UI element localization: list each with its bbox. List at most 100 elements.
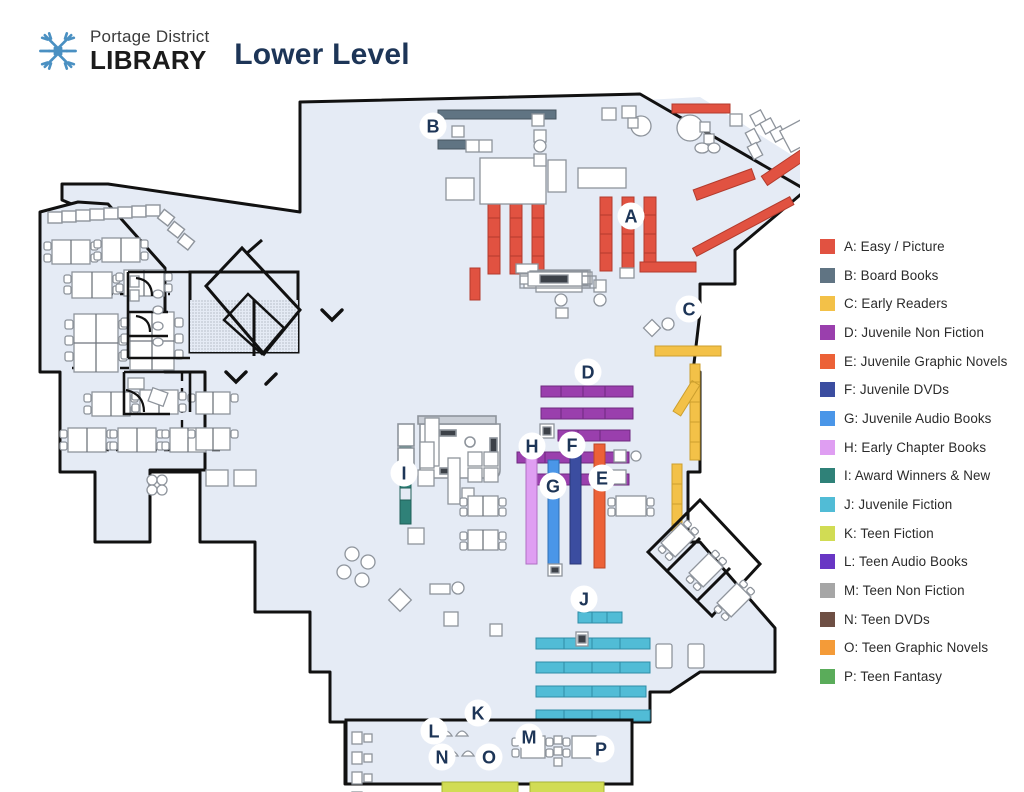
area-label-circle (617, 202, 645, 230)
legend-swatch-e (820, 353, 835, 369)
area-label-circle (420, 717, 448, 745)
legend-label-a: A: Easy / Picture (844, 238, 945, 254)
area-label-circle (428, 743, 456, 771)
legend-label-p: P: Teen Fantasy (844, 669, 943, 685)
legend-swatch-m (820, 583, 835, 599)
legend-item-p: P: Teen Fantasy (820, 662, 1020, 691)
library-logo: Portage District LIBRARY (36, 28, 209, 73)
area-label-f: F (558, 431, 586, 459)
area-label-circle (570, 585, 598, 613)
legend-item-e: E: Juvenile Graphic Novels (820, 347, 1020, 376)
area-label-k: K (464, 699, 492, 727)
legend-item-k: K: Teen Fiction (820, 519, 1020, 548)
area-label-circle (587, 735, 615, 763)
area-label-circle (515, 723, 543, 751)
legend-swatch-c (820, 296, 835, 312)
legend-item-f: F: Juvenile DVDs (820, 375, 1020, 404)
logo-wordmark: Portage District LIBRARY (90, 28, 209, 73)
legend-swatch-a (820, 238, 835, 254)
area-label-letter: G (546, 477, 560, 497)
legend-label-o: O: Teen Graphic Novels (844, 640, 989, 656)
area-label-b: B (419, 112, 447, 140)
area-label-letter: J (579, 590, 589, 610)
area-label-i: I (390, 459, 418, 487)
floor-plan-svg: A B C D EF GH I J K L M N O P (38, 92, 800, 792)
area-label-letter: O (482, 748, 496, 768)
legend-swatch-g (820, 410, 835, 426)
legend-swatch-l (820, 554, 835, 570)
legend-label-i: I: Award Winners & New (844, 468, 991, 484)
logo-line-1: Portage District (90, 27, 210, 46)
area-label-o: O (475, 743, 503, 771)
legend-label-j: J: Juvenile Fiction (844, 497, 953, 513)
misc-furniture (336, 105, 800, 647)
area-label-circle (518, 432, 546, 460)
area-label-c: C (675, 295, 703, 323)
area-label-letter: N (436, 748, 449, 768)
legend-label-l: L: Teen Audio Books (844, 554, 968, 570)
area-label-circle (390, 459, 418, 487)
area-label-letter: F (567, 436, 578, 456)
elevator-core (203, 238, 302, 357)
page-title: Lower Level (234, 38, 410, 71)
legend-label-f: F: Juvenile DVDs (844, 382, 950, 398)
legend-swatch-d (820, 324, 835, 340)
area-E-shelving (593, 443, 606, 569)
legend-item-c: C: Early Readers (820, 289, 1020, 318)
area-F-shelving (569, 439, 582, 565)
legend-label-d: D: Juvenile Non Fiction (844, 324, 984, 340)
legend-label-m: M: Teen Non Fiction (844, 583, 965, 599)
study-room-tables (655, 519, 756, 669)
legend-label-e: E: Juvenile Graphic Novels (844, 353, 1008, 369)
area-label-letter: H (526, 437, 539, 457)
legend-item-m: M: Teen Non Fiction (820, 576, 1020, 605)
area-label-letter: C (683, 300, 696, 320)
area-label-circle (539, 472, 567, 500)
legend-item-j: J: Juvenile Fiction (820, 490, 1020, 519)
legend-swatch-n (820, 611, 835, 627)
area-label-d: D (574, 358, 602, 386)
area-label-letter: P (595, 740, 607, 760)
legend-swatch-f (820, 382, 835, 398)
logo-line-2: LIBRARY (90, 45, 207, 75)
legend-swatch-k (820, 525, 835, 541)
area-label-letter: A (625, 207, 638, 227)
area-label-m: M (515, 723, 543, 751)
area-label-h: H (518, 432, 546, 460)
area-label-l: L (420, 717, 448, 745)
page-header: Portage District LIBRARY Lower Level (0, 0, 1024, 100)
table-group (43, 237, 257, 496)
area-label-letter: I (401, 464, 406, 484)
legend-label-h: H: Early Chapter Books (844, 439, 987, 455)
area-label-circle (574, 358, 602, 386)
legend-item-o: O: Teen Graphic Novels (820, 634, 1020, 663)
legend-label-n: N: Teen DVDs (844, 611, 930, 627)
legend-item-a: A: Easy / Picture (820, 232, 1020, 261)
legend-swatch-b (820, 267, 835, 283)
legend-item-b: B: Board Books (820, 261, 1020, 290)
area-label-circle (475, 743, 503, 771)
study-rooms (645, 497, 763, 619)
area-label-letter: B (427, 117, 440, 137)
legend-swatch-i (820, 468, 835, 484)
area-label-p: P (587, 735, 615, 763)
area-label-circle (558, 431, 586, 459)
area-label-circle (419, 112, 447, 140)
area-label-letter: E (596, 469, 608, 489)
legend-swatch-j (820, 497, 835, 513)
legend-label-g: G: Juvenile Audio Books (844, 410, 992, 426)
left-wing (38, 200, 257, 544)
area-K-shelving (441, 781, 605, 792)
area-label-letter: K (472, 704, 485, 724)
area-label-circle (464, 699, 492, 727)
area-label-letter: L (429, 722, 440, 742)
directional-arrows (224, 308, 344, 386)
legend-swatch-p (820, 669, 835, 685)
legend-label-k: K: Teen Fiction (844, 525, 934, 541)
area-label-circle (588, 464, 616, 492)
area-label-circle (675, 295, 703, 323)
legend-swatch-o (820, 640, 835, 656)
area-label-letter: D (582, 363, 595, 383)
area-A-shelving (469, 103, 800, 301)
